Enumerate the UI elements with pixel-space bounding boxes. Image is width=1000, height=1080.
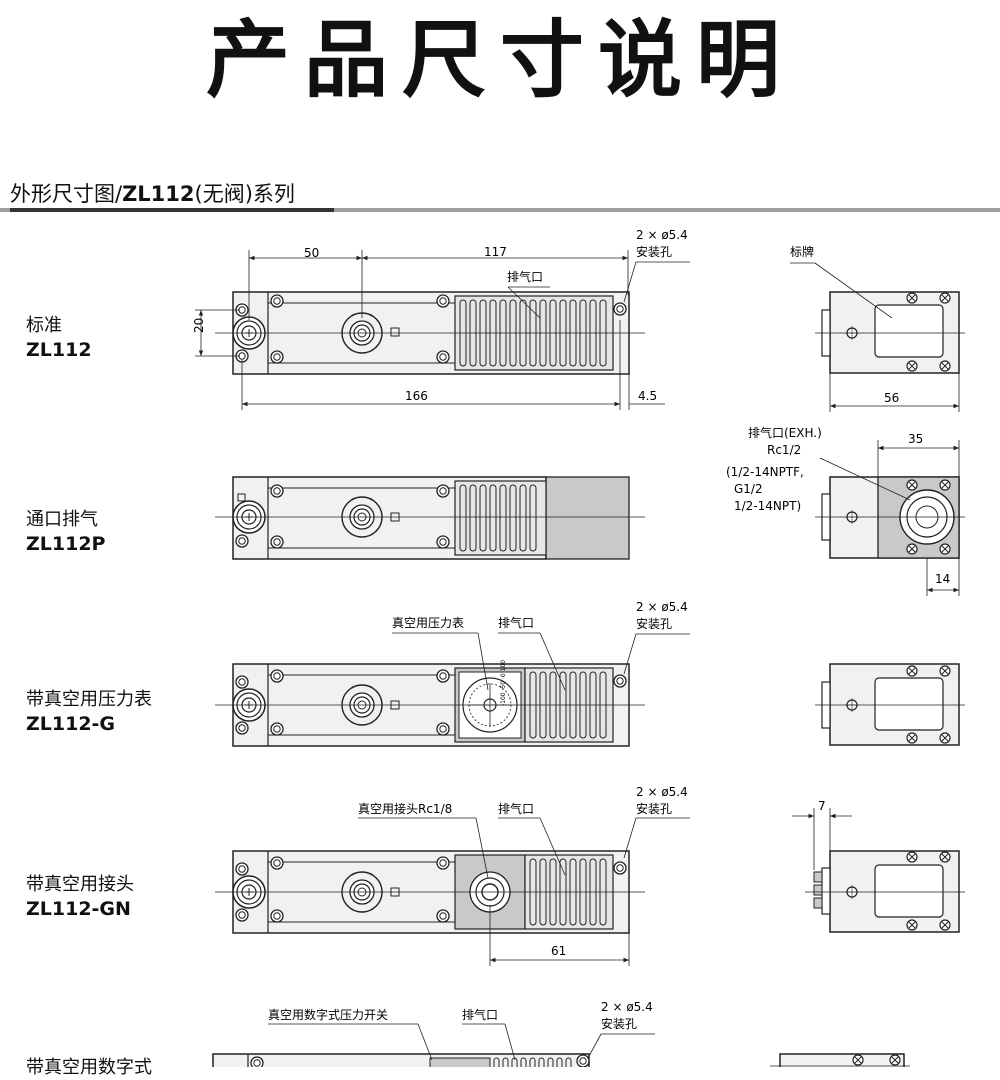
exh-alt3: 1/2-14NPT) xyxy=(734,499,801,513)
mount-hole-label: 安装孔 xyxy=(601,1016,637,1031)
row-name: 带真空用压力表 xyxy=(26,689,152,710)
row-label-port-exhaust: 通口排气 ZL112P xyxy=(26,508,105,556)
row1-front-view xyxy=(215,291,645,375)
exh-rc: Rc1/2 xyxy=(767,443,801,457)
section-title-suffix: (无阀)系列 xyxy=(194,182,295,206)
row-name: 通口排气 xyxy=(26,509,98,530)
row1-side-view xyxy=(815,291,965,374)
exh-alt1: (1/2-14NPTF, xyxy=(726,465,804,479)
dim-14: 14 xyxy=(935,572,950,586)
dim-166: 166 xyxy=(405,389,428,403)
digital-switch-label: 真空用数字式压力开关 xyxy=(268,1007,388,1022)
vacuum-fitting-label: 真空用接头Rc1/8 xyxy=(358,801,452,816)
row-label-gauge: 带真空用压力表 ZL112-G xyxy=(26,688,152,736)
dim-20: 20 xyxy=(192,318,206,333)
row2-front-view xyxy=(215,476,645,560)
dim-61: 61 xyxy=(551,944,566,958)
mount-hole-qty: 2 × ø5.4 xyxy=(601,1000,653,1014)
dim-117: 117 xyxy=(484,245,507,259)
section-title-prefix: 外形尺寸图/ xyxy=(10,182,123,206)
row4-dimensions xyxy=(358,817,690,966)
mount-hole-qty: 2 × ø5.4 xyxy=(636,228,688,242)
section-title: 外形尺寸图/ZL112(无阀)系列 xyxy=(10,178,295,208)
mount-hole-qty: 2 × ø5.4 xyxy=(636,785,688,799)
exh-alt2: G1/2 xyxy=(734,482,763,496)
gauge-scale: -100 ·50 ·0 100 xyxy=(500,660,507,706)
row-name: 带真空用接头 xyxy=(26,874,134,895)
row-model: ZL112-G xyxy=(26,713,116,735)
row5-front-view-partial xyxy=(212,1053,590,1067)
dim-50: 50 xyxy=(304,246,319,260)
row-model: ZL112-GN xyxy=(26,898,131,920)
dim-4-5: 4.5 xyxy=(638,389,657,403)
row5-leaders xyxy=(268,1023,655,1061)
row-name: 标准 xyxy=(26,315,62,336)
row5-side-view-partial xyxy=(770,1053,910,1067)
row2-side-dims xyxy=(819,440,960,596)
row1-dimensions xyxy=(195,250,690,410)
mount-hole-label: 安装孔 xyxy=(636,616,672,631)
row1-side-dims xyxy=(790,262,960,412)
row3-front-view: -100 ·50 ·0 100 xyxy=(215,660,645,747)
mount-hole-qty: 2 × ø5.4 xyxy=(636,600,688,614)
nameplate-label: 标牌 xyxy=(790,245,814,259)
row-model: ZL112P xyxy=(26,533,106,555)
mount-hole-label: 安装孔 xyxy=(636,244,672,259)
row-label-standard: 标准 ZL112 xyxy=(26,314,92,362)
row-label-fitting: 带真空用接头 ZL112-GN xyxy=(26,873,134,921)
row4-front-view xyxy=(215,850,645,934)
exh-port-title: 排气口(EXH.) xyxy=(748,425,822,440)
exhaust-port-label: 排气口 xyxy=(507,269,543,284)
dim-35: 35 xyxy=(908,432,923,446)
dim-56: 56 xyxy=(884,391,899,405)
row4-side-dims xyxy=(792,808,852,870)
row2-side-view xyxy=(815,476,965,559)
exhaust-port-label: 排气口 xyxy=(462,1007,498,1022)
row3-leaders xyxy=(392,632,690,691)
exhaust-port-label: 排气口 xyxy=(498,615,534,630)
mount-hole-label: 安装孔 xyxy=(636,801,672,816)
exhaust-port-label: 排气口 xyxy=(498,801,534,816)
row3-side-view xyxy=(815,663,965,746)
page-title: 产品尺寸说明 xyxy=(205,11,794,109)
vacuum-gauge-label: 真空用压力表 xyxy=(392,616,464,630)
section-title-model: ZL112 xyxy=(122,182,195,206)
row-model: ZL112 xyxy=(26,339,92,361)
row4-side-view xyxy=(805,850,965,933)
dim-7: 7 xyxy=(818,799,826,813)
section-rule-accent xyxy=(10,208,334,212)
section-rule xyxy=(0,208,1000,212)
